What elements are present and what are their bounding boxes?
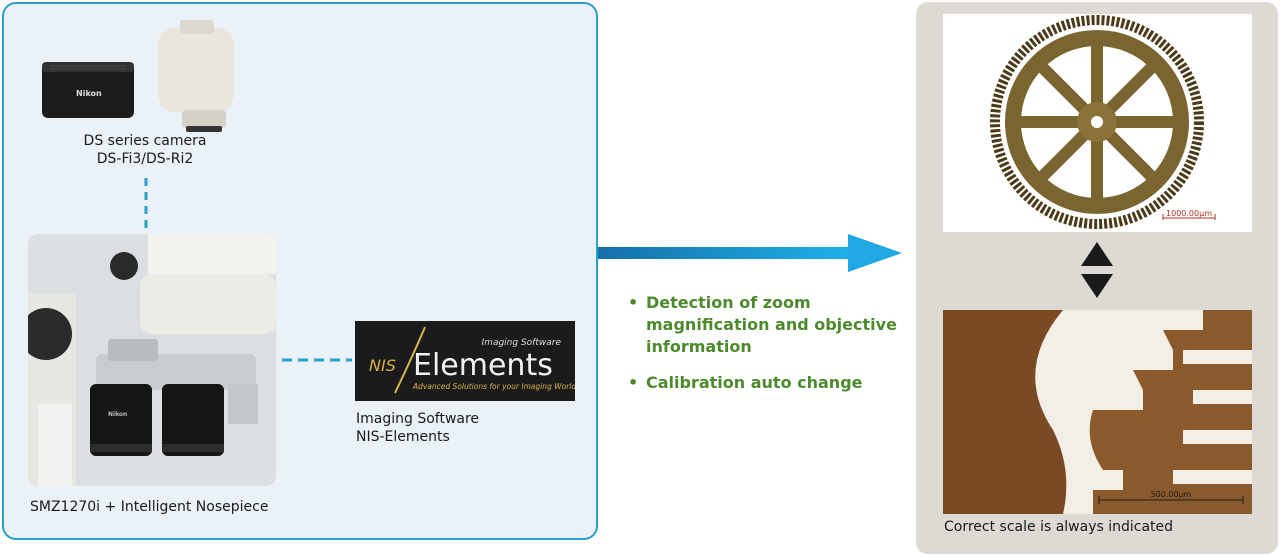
camera-brand-mark: Nikon [76,89,102,98]
camera-label-line1: DS series camera [83,133,207,149]
microscope-image: Nikon [28,234,276,486]
bottom-scale-label: 500.00µm [1151,490,1192,499]
feature-item: • Calibration auto change [628,372,908,394]
nis-elements-logo: Imaging Software NIS Elements Advanced S… [355,321,575,401]
camera-label-line2: DS-Fi3/DS-Ri2 [96,151,194,167]
logo-tagline: Imaging Software [482,338,562,348]
objective-brand-mark: Nikon [108,411,127,418]
feature-line: Calibration auto change [646,373,863,392]
logo-prefix: NIS [369,356,396,375]
feature-list: • Detection of zoom magnification and ob… [628,292,908,394]
feature-line: Detection of zoom [646,293,811,312]
top-scale-label: 1000.00µm [1166,209,1212,218]
feature-line: information [646,337,752,356]
camera-label: DS series camera DS-Fi3/DS-Ri2 [60,132,230,168]
feature-line: magnification and objective [646,315,897,334]
camera-connector [144,178,148,234]
right-arrow-icon [598,234,902,272]
camera-image: Nikon [42,20,234,132]
feature-item: • Detection of zoom magnification and ob… [628,292,908,358]
software-label: Imaging Software NIS-Elements [356,410,576,446]
software-label-line2: NIS-Elements [356,429,450,445]
software-connector [282,358,352,362]
logo-name: Elements [413,348,553,383]
bullet-icon: • [628,293,639,312]
sample-caption: Correct scale is always indicated [944,519,1174,535]
gear-closeup-image: 500.00µm [943,310,1252,514]
up-down-triangles-icon [1081,242,1113,298]
microscope-label: SMZ1270i + Intelligent Nosepiece [30,499,269,515]
software-label-line1: Imaging Software [356,411,480,427]
logo-subline: Advanced Solutions for your Imaging Worl… [412,382,575,391]
gear-overview-image: 1000.00µm [943,14,1252,232]
bullet-icon: • [628,373,639,392]
